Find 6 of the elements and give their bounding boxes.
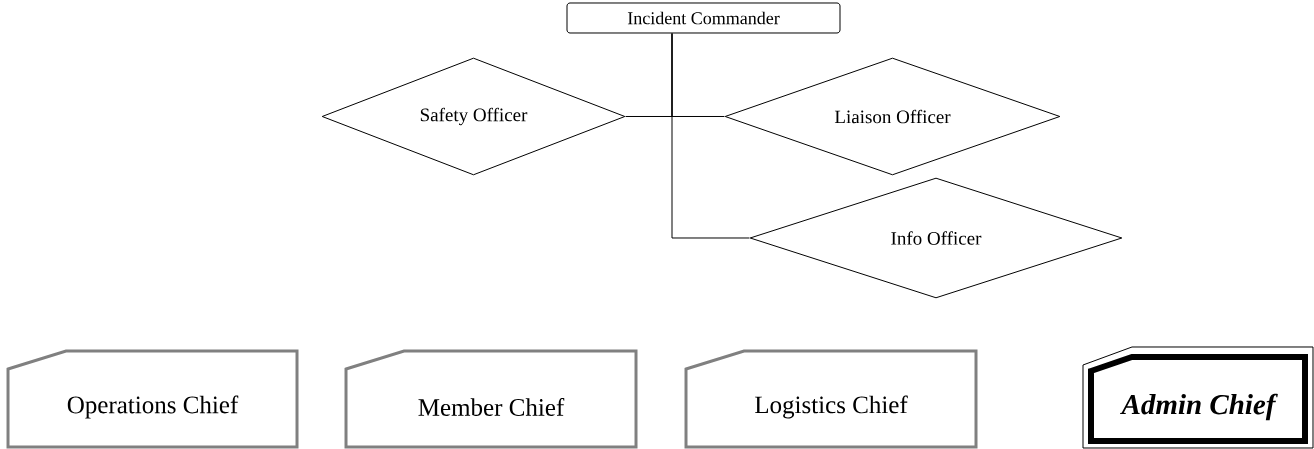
chief-box: Admin Chief [1082, 346, 1314, 449]
chief-box: Member Chief [344, 349, 638, 449]
connector [671, 33, 750, 239]
chief-box: Logistics Chief [684, 349, 978, 449]
commander-box: Incident Commander [566, 2, 841, 34]
chief-box: Operations Chief [6, 349, 299, 449]
